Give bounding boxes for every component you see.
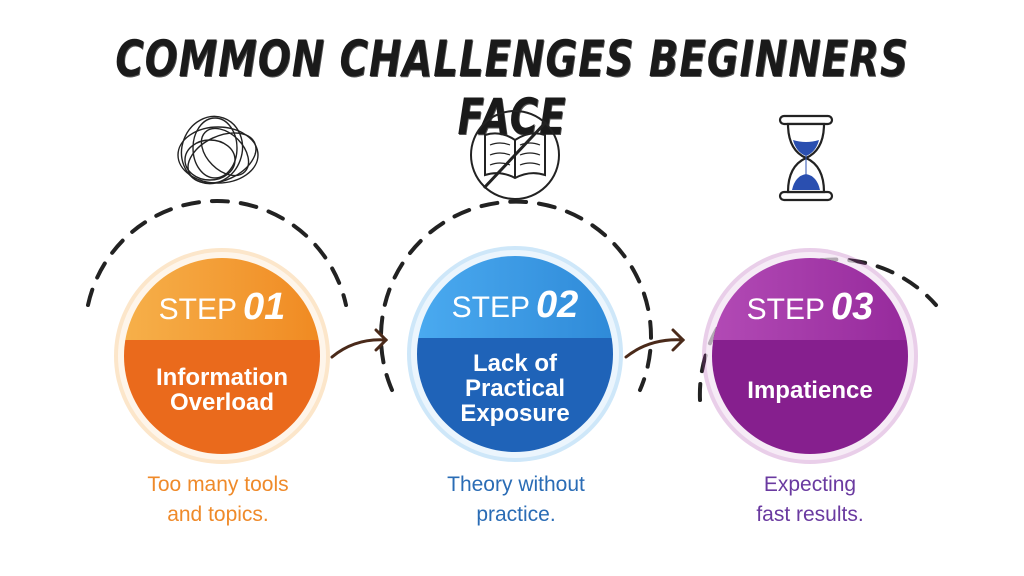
step-body: Information Overload [124, 340, 320, 454]
hourglass-icon [778, 114, 834, 202]
dashed-arc-1 [86, 198, 348, 307]
step-caption-1: Too many tools and topics. [147, 473, 289, 526]
step-caption-2: Theory without practice. [447, 473, 585, 526]
step-title: Impatience [747, 376, 873, 404]
step-body: Impatience [712, 340, 908, 454]
arrow-icon [330, 328, 389, 359]
step-number: 01 [243, 285, 286, 328]
arrow-icon [624, 328, 686, 359]
step-caption-3: Expecting fast results. [756, 473, 864, 526]
step-title: Lack of Practical Exposure [460, 349, 570, 427]
dashed-arc-2 [379, 199, 653, 392]
scribble-tangle-icon [177, 115, 259, 185]
step-number: 02 [536, 283, 579, 326]
step-number: 03 [831, 285, 874, 328]
no-book-icon [470, 110, 560, 200]
step-title: Information Overload [156, 364, 288, 416]
step-body: Lack of Practical Exposure [417, 338, 613, 452]
page-title: COMMON CHALLENGES BEGINNERS FACE [115, 30, 909, 146]
